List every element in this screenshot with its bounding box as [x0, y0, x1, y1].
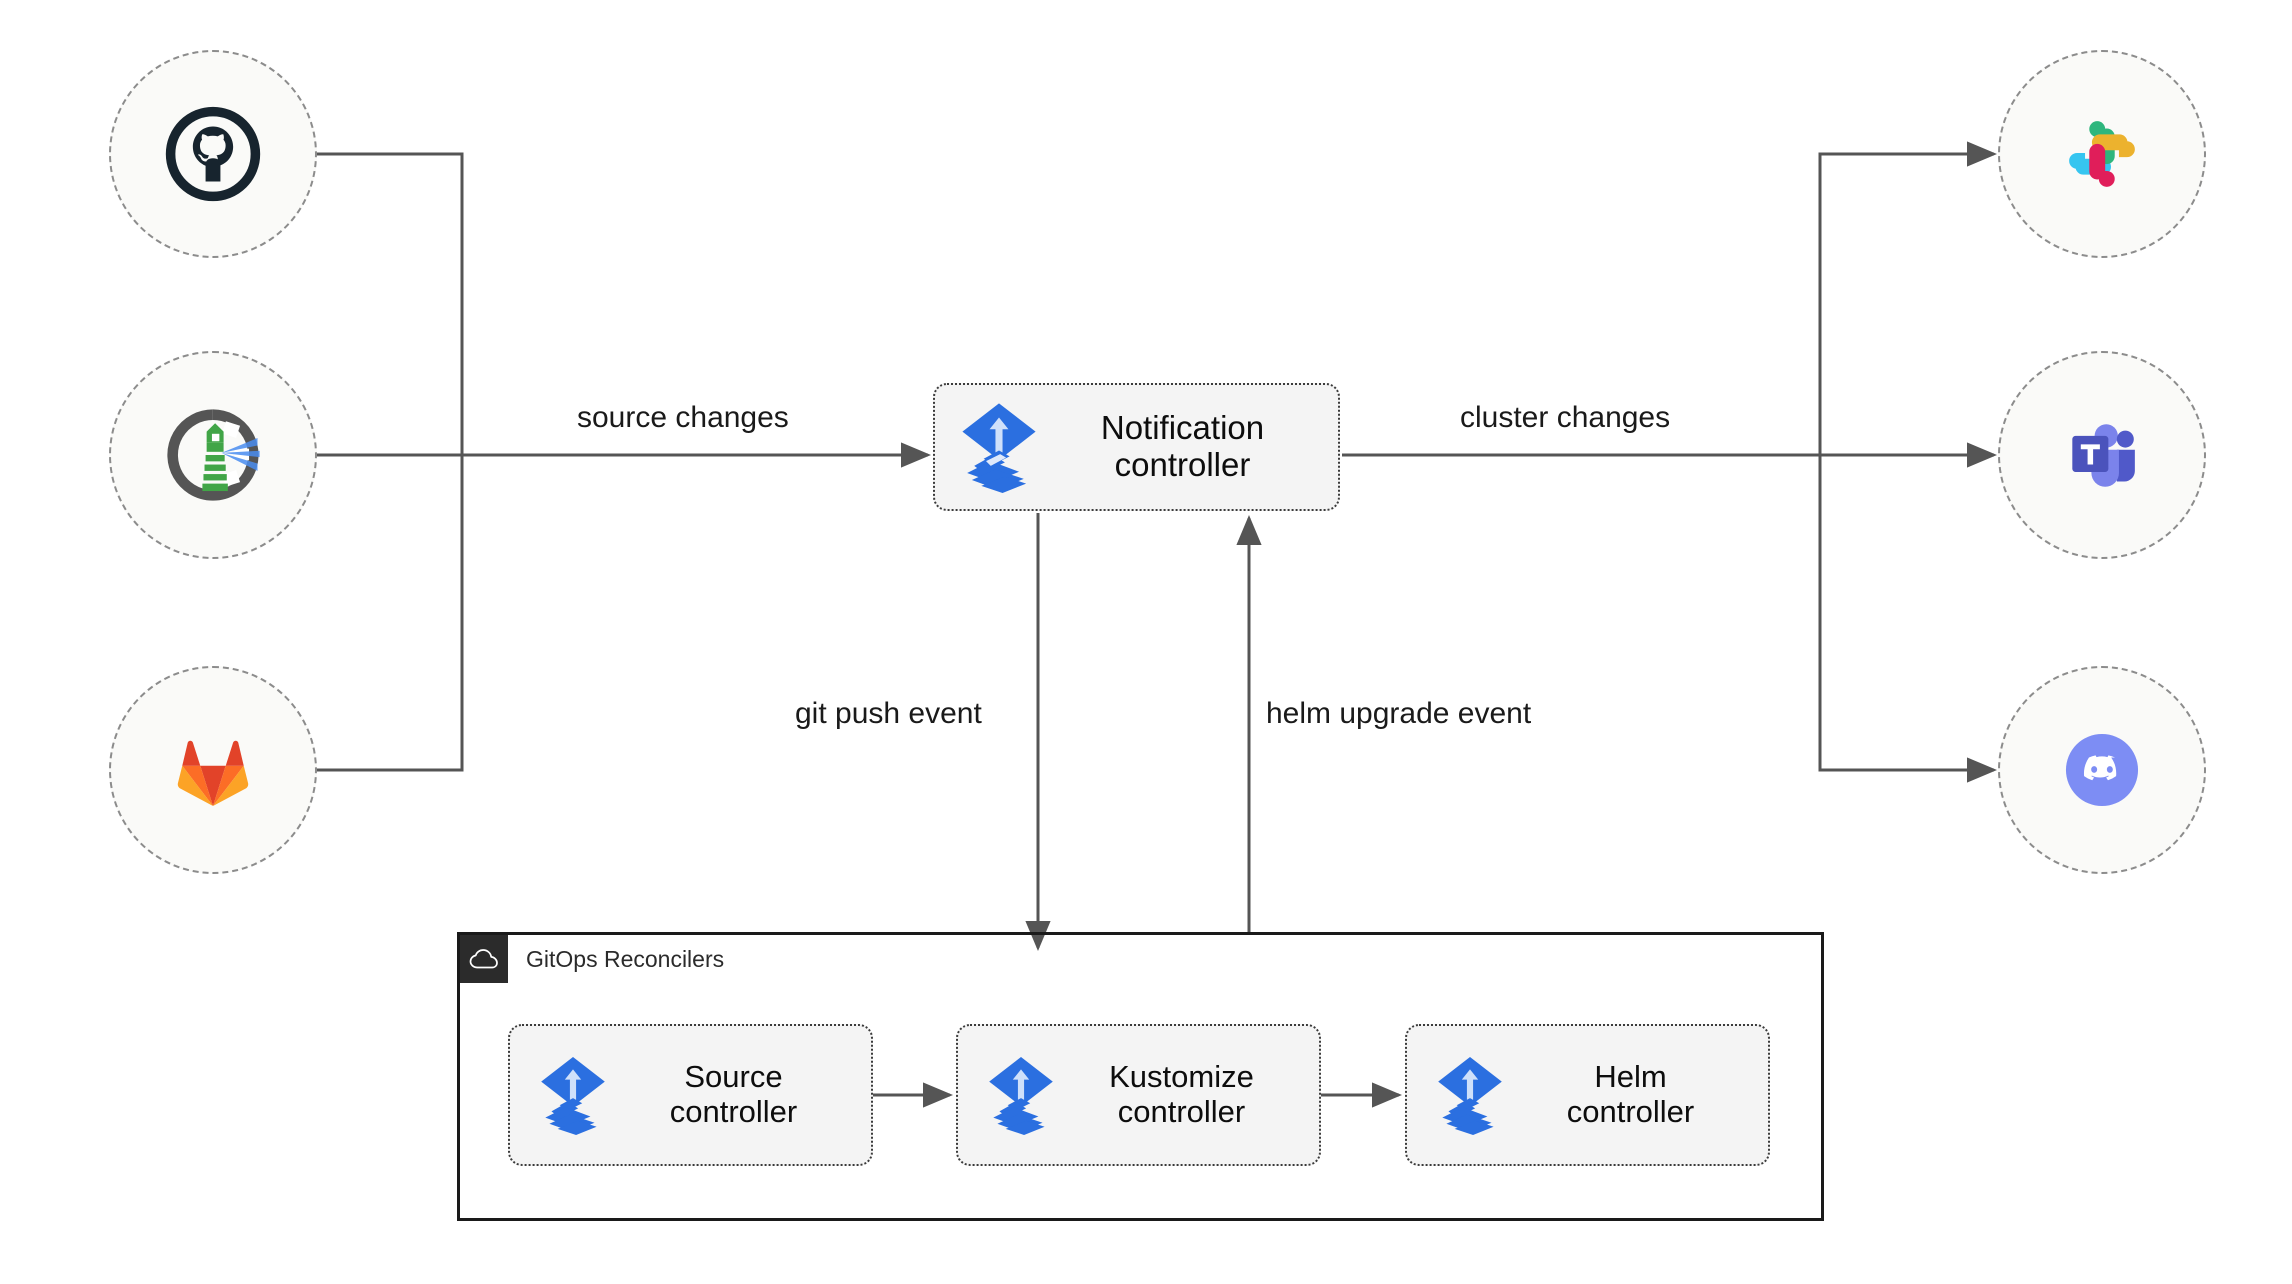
edge-label-cluster-changes: cluster changes — [1460, 401, 1671, 434]
cloud-icon — [469, 949, 498, 969]
notification-controller-label: Notification controller — [1100, 409, 1265, 483]
github-icon — [165, 106, 261, 202]
source-node-gitlab[interactable] — [109, 666, 317, 874]
gitops-reconcilers-group: GitOps Reconcilers — [457, 932, 1824, 1221]
notification-controller-box[interactable]: Notification controller — [933, 383, 1340, 511]
source-node-github[interactable] — [109, 50, 317, 258]
destination-node-discord[interactable] — [1998, 666, 2206, 874]
helm-controller-label: Helm controller — [1566, 1059, 1695, 1129]
edge-label-helm-upgrade-event: helm upgrade event — [1266, 697, 1532, 730]
flux-lighthouse-icon — [167, 409, 260, 501]
edge-label-source-changes: source changes — [577, 401, 789, 434]
destination-node-teams[interactable] — [1998, 351, 2206, 559]
gitops-reconcilers-title: GitOps Reconcilers — [526, 945, 725, 972]
slack-icon — [2069, 121, 2135, 187]
flux-logo-icon — [962, 403, 1036, 493]
kustomize-controller-label: Kustomize controller — [1109, 1059, 1254, 1129]
discord-icon — [2065, 733, 2139, 807]
flux-logo-icon — [541, 1057, 605, 1135]
gitops-reconcilers-header: GitOps Reconcilers — [460, 935, 724, 983]
microsoft-teams-icon — [2072, 424, 2135, 487]
edge-bus-to-discord — [1818, 455, 1997, 783]
flux-logo-icon — [1438, 1057, 1502, 1135]
kustomize-controller-box[interactable]: Kustomize controller — [956, 1024, 1321, 1166]
edge-bus-to-slack — [1818, 141, 1997, 455]
flux-logo-icon — [989, 1057, 1053, 1135]
edge-label-git-push-event: git push event — [795, 697, 982, 730]
source-node-flux[interactable] — [109, 351, 317, 559]
cloud-badge — [460, 935, 508, 983]
source-controller-label: Source controller — [669, 1059, 798, 1129]
destination-node-slack[interactable] — [1998, 50, 2206, 258]
gitlab-icon — [177, 740, 249, 807]
source-controller-box[interactable]: Source controller — [508, 1024, 873, 1166]
helm-controller-box[interactable]: Helm controller — [1405, 1024, 1770, 1166]
